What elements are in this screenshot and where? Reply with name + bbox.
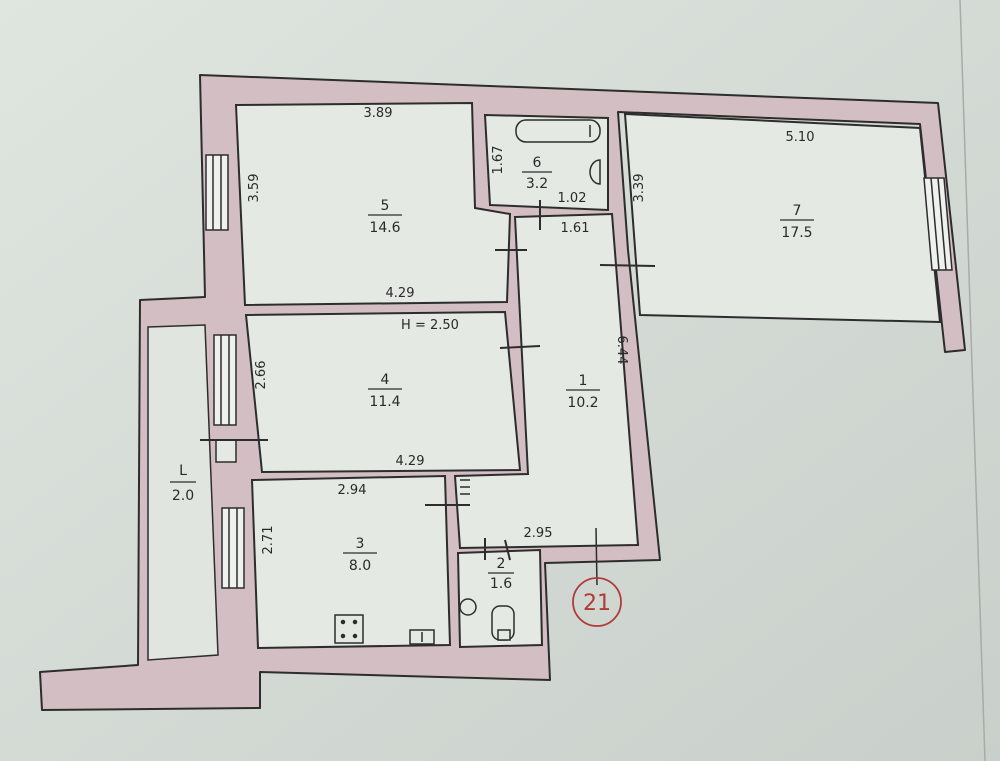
dim-r4-bottom: 4.29 <box>396 454 425 469</box>
svg-text:10.2: 10.2 <box>567 395 598 411</box>
dim-r6-width2: 1.61 <box>561 221 590 236</box>
door-marks <box>200 200 656 561</box>
svg-text:14.6: 14.6 <box>369 220 400 236</box>
kitchen-sink-icon <box>409 629 435 645</box>
window-left-middle <box>213 334 237 426</box>
svg-text:17.5: 17.5 <box>781 225 812 241</box>
svg-text:L: L <box>179 463 187 479</box>
room-1-label: 1 10.2 <box>566 373 600 411</box>
svg-text:11.4: 11.4 <box>369 394 400 410</box>
dim-r3-width: 2.94 <box>338 483 367 498</box>
stove-icon <box>334 614 364 644</box>
room-3-label: 3 8.0 <box>343 536 377 574</box>
plan-number-circle: 21 <box>572 527 622 627</box>
svg-text:21: 21 <box>583 591 611 616</box>
washbasin-icon <box>589 159 601 185</box>
room-4 <box>244 310 522 474</box>
room-4-label: 4 11.4 <box>368 372 402 410</box>
ceiling-height: H = 2.50 <box>401 318 459 333</box>
dim-r5-height: 3.59 <box>247 174 262 203</box>
svg-text:3.2: 3.2 <box>526 176 548 192</box>
room-2 <box>456 548 544 649</box>
room-5 <box>234 101 512 307</box>
page-edge <box>959 0 986 761</box>
room-7-label: 7 17.5 <box>780 203 814 241</box>
svg-text:5: 5 <box>381 198 390 214</box>
dim-r3-height: 2.71 <box>261 526 276 555</box>
window-left-lower <box>221 507 245 589</box>
room-2-label: 2 1.6 <box>488 556 514 592</box>
room-7 <box>623 112 942 324</box>
dim-r4-height: 2.66 <box>254 361 269 390</box>
svg-text:1: 1 <box>579 373 588 389</box>
room-1 <box>453 212 640 550</box>
svg-text:2.0: 2.0 <box>172 488 194 504</box>
dim-r4-top: 4.29 <box>386 286 415 301</box>
dim-r5-width: 3.89 <box>364 106 393 121</box>
dim-r6-height: 1.67 <box>491 146 506 175</box>
room-6-label: 6 3.2 <box>522 155 552 192</box>
room-5-label: 5 14.6 <box>368 198 402 236</box>
dim-r1-bottom: 2.95 <box>524 526 553 541</box>
dim-r7-height: 3.39 <box>632 174 647 203</box>
svg-text:1.6: 1.6 <box>490 576 512 592</box>
dim-r7-width: 5.10 <box>786 130 815 145</box>
svg-text:6: 6 <box>533 155 542 171</box>
svg-text:8.0: 8.0 <box>349 558 371 574</box>
sink-icon <box>459 598 477 616</box>
bathtub-icon <box>515 119 601 143</box>
vent-icon <box>460 479 470 495</box>
balcony-door <box>215 439 237 463</box>
balcony-area <box>147 324 219 661</box>
svg-text:7: 7 <box>793 203 802 219</box>
window-right <box>923 177 953 271</box>
room-3 <box>250 474 452 650</box>
window-left-upper <box>205 154 229 231</box>
dim-r1-height: 6.44 <box>614 336 629 365</box>
svg-text:4: 4 <box>381 372 390 388</box>
svg-text:3: 3 <box>356 536 365 552</box>
balcony-label: L 2.0 <box>170 463 196 504</box>
toilet-icon <box>491 605 515 641</box>
svg-text:2: 2 <box>497 556 506 572</box>
dim-r6-width: 1.02 <box>558 191 587 206</box>
